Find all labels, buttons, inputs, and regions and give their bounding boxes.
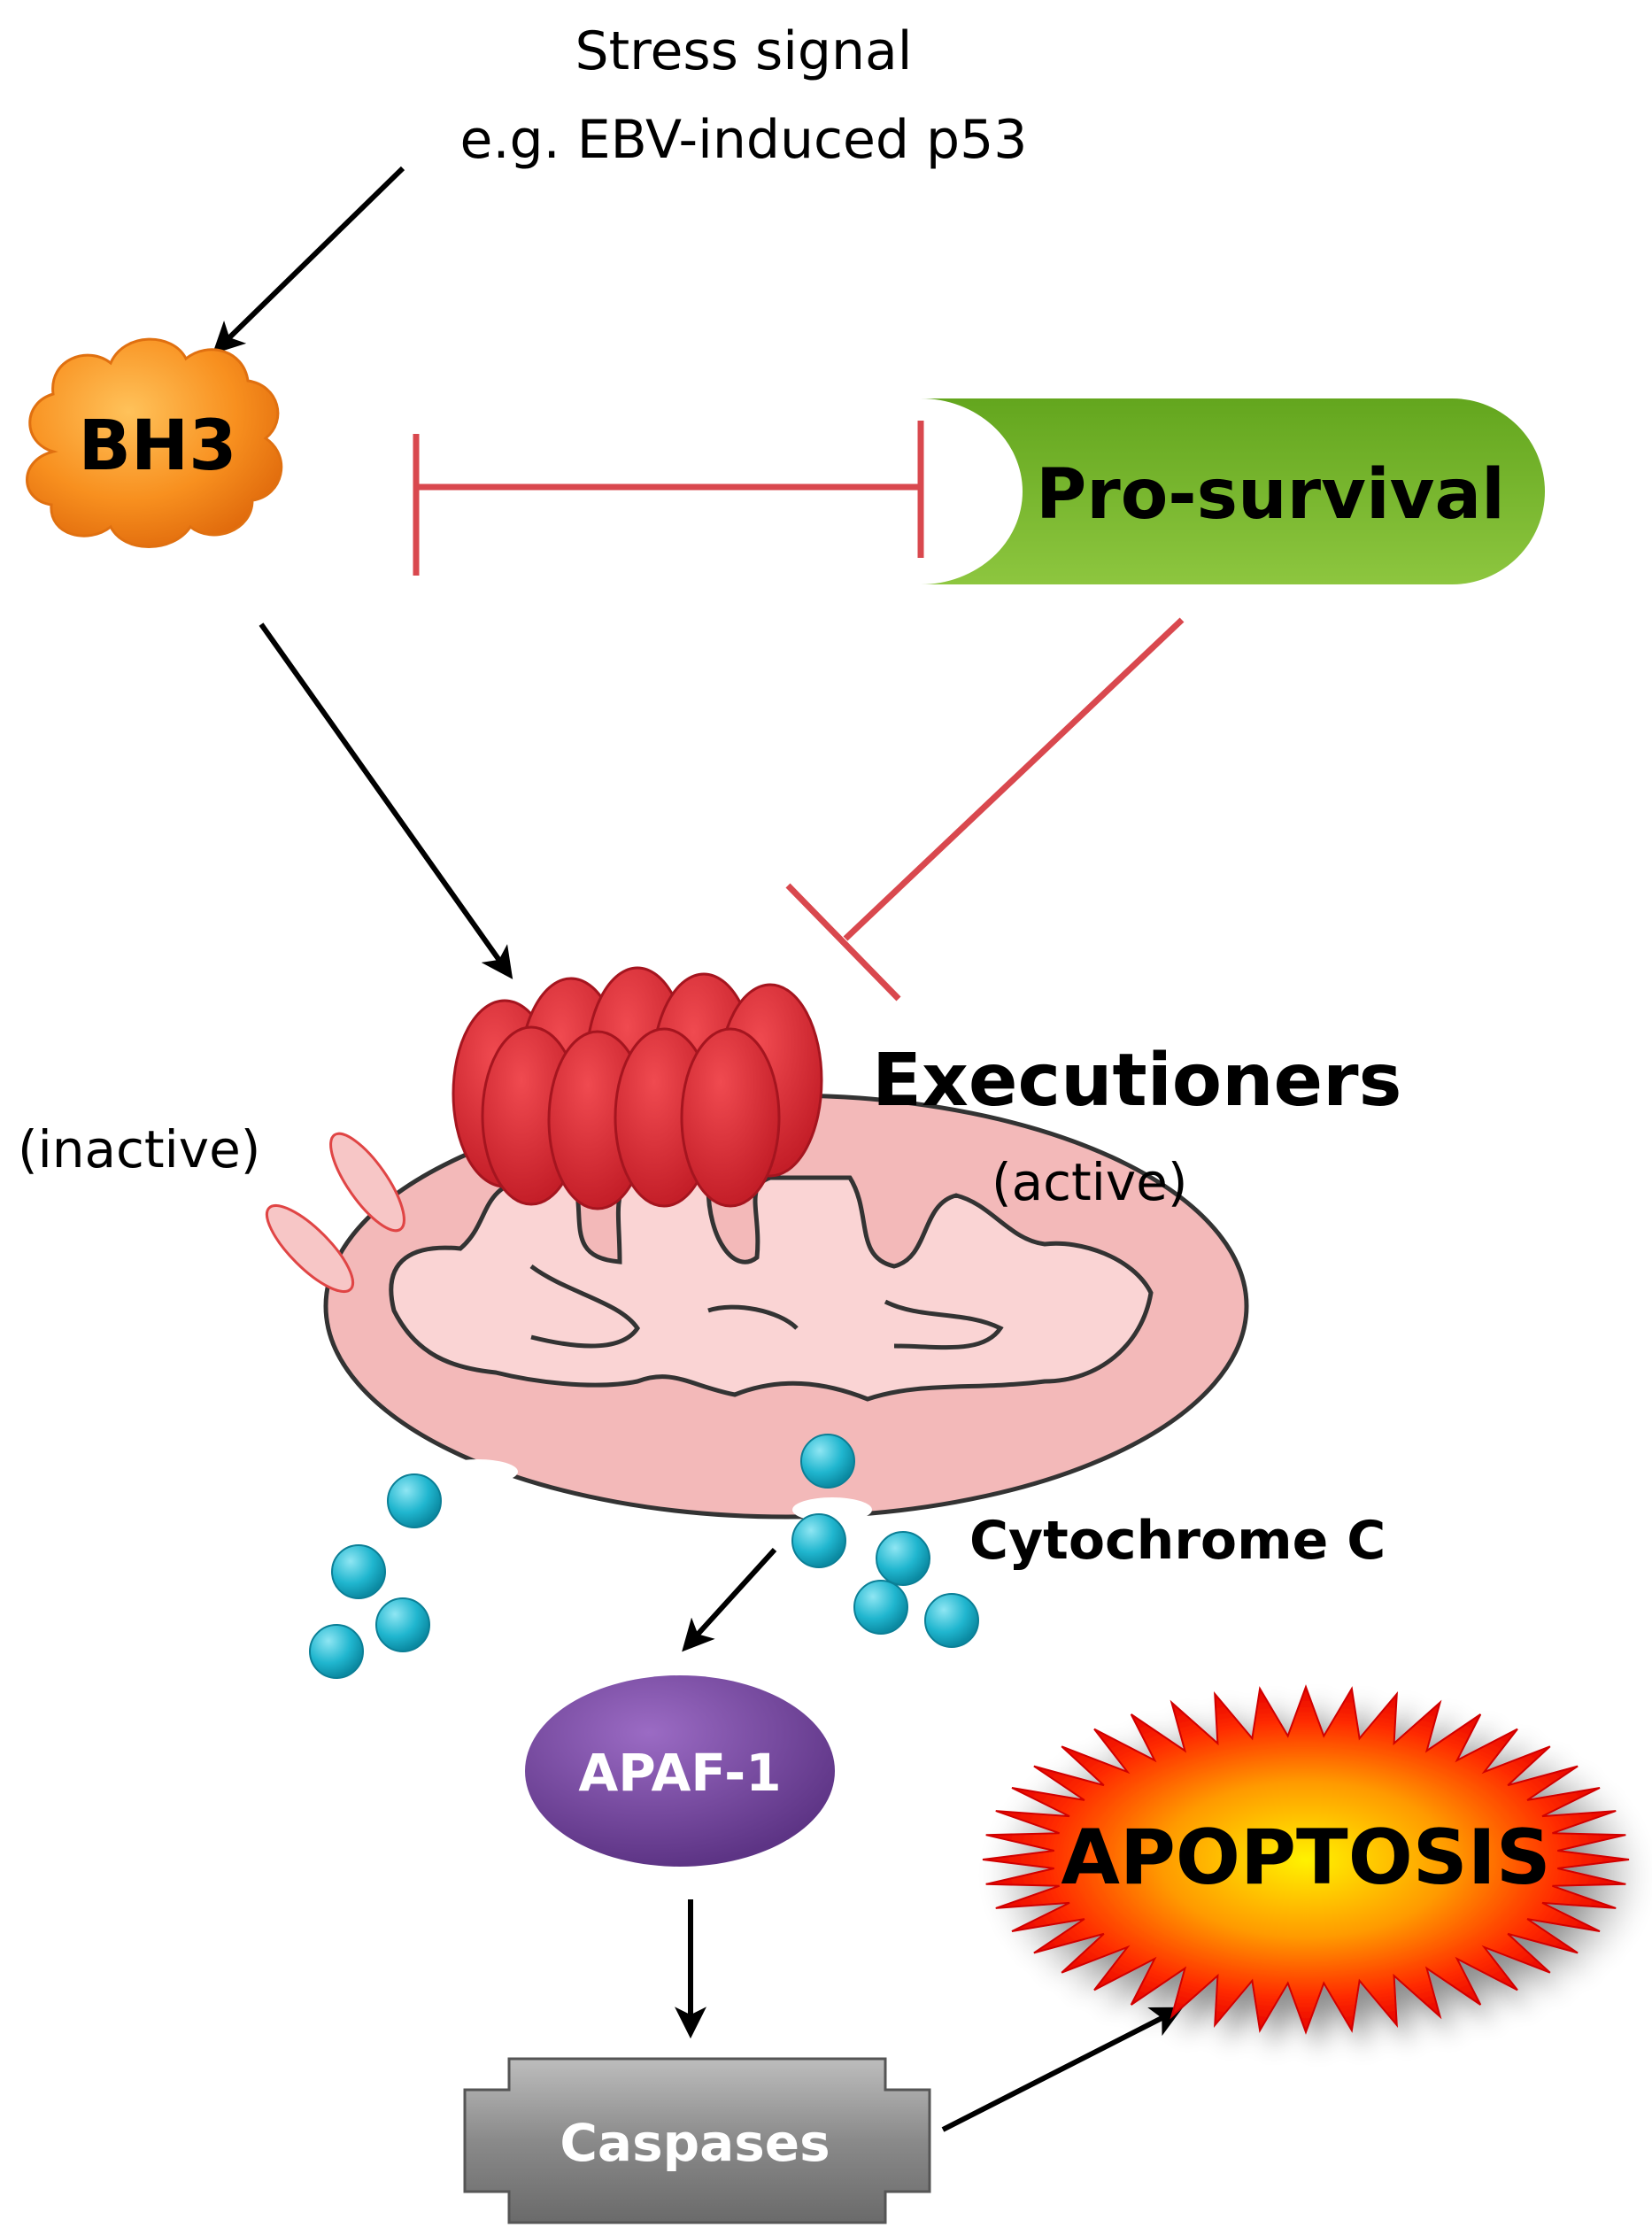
prosurvival-shape: Pro-survival [921,398,1545,584]
apaf1-label: APAF-1 [578,1743,781,1803]
arrow-bh3-to-executioners [259,623,513,979]
active-label: (active) [992,1152,1188,1212]
inactive-label: (inactive) [18,1119,260,1179]
cytochrome-c-dot [800,1434,855,1489]
cytochrome-c-dot [309,1624,364,1679]
apoptosis-burst: APOPTOSIS [982,1684,1630,2035]
cytochrome-c-dot [331,1544,386,1599]
cytochrome-c-dot [791,1513,846,1568]
mitochondrion [323,1093,1249,1522]
executioners-label: Executioners [872,1039,1401,1123]
arrow-stress-to-bh3 [212,166,405,355]
inactive-executioners [265,1132,405,1294]
prosurvival-label: Pro-survival [1036,455,1505,535]
arrow-caspases-to-apoptosis [941,2007,1184,2132]
stress-signal-title: Stress signal [575,20,913,82]
cytochrome-c-dot [924,1593,979,1648]
bh3-label: BH3 [78,406,236,486]
arrow-cytochrome-to-apaf1 [682,1547,777,1652]
cytochrome-c-label: Cytochrome C [969,1510,1386,1572]
cytochrome-c-dot [853,1580,908,1635]
apaf1-node: APAF-1 [525,1675,835,1867]
caspases-node: Caspases [463,2057,931,2224]
stress-signal-example: e.g. EBV-induced p53 [460,109,1028,171]
inhibition-prosurvival-executioners [785,617,1185,1001]
inhibition-bh3-prosurvival [413,421,924,576]
bh3-cloud: BH3 [26,337,283,548]
cytochrome-c-dot [375,1597,430,1652]
cytochrome-c-molecules [309,1434,979,1679]
cytochrome-c-dot [876,1531,930,1586]
caspases-label: Caspases [560,2113,830,2173]
apoptosis-label: APOPTOSIS [1061,1814,1550,1902]
cytochrome-c-dot [387,1473,442,1528]
active-executioners [452,966,823,1210]
